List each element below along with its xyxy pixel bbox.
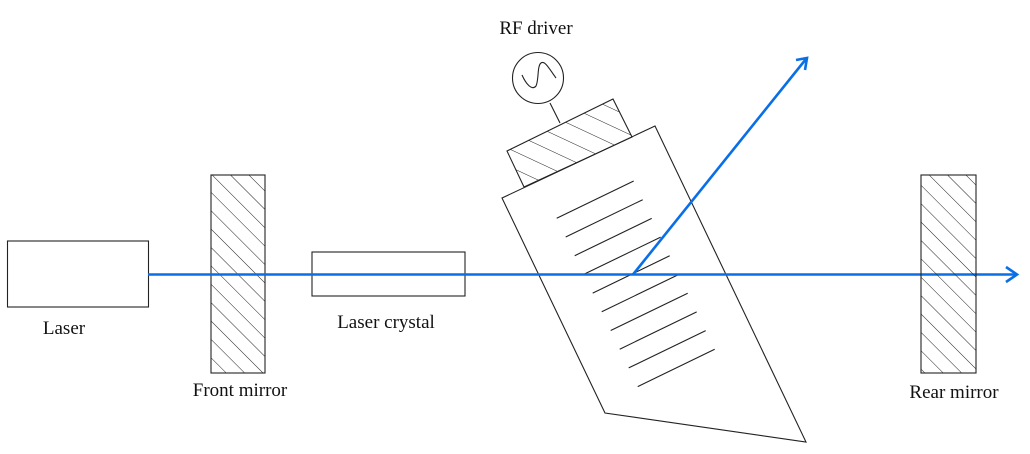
wavefront-line — [601, 274, 679, 313]
beam-arrowhead-right — [1005, 265, 1020, 284]
rf-driver-label: RF driver — [499, 18, 573, 39]
wavefront-line — [583, 236, 661, 275]
rear-mirror — [920, 174, 977, 374]
diffracted-beam — [631, 58, 808, 276]
rear-mirror-label: Rear mirror — [909, 382, 999, 403]
sine-wave-source-icon — [511, 51, 565, 105]
wavefront-line — [610, 292, 688, 331]
laser-box — [6, 240, 150, 308]
wavefront-line — [574, 217, 652, 257]
diffracted-beam-arrowhead — [795, 56, 809, 71]
wavefront-line — [619, 311, 697, 350]
rf-cable — [549, 102, 561, 124]
wavefront-line — [628, 330, 706, 369]
acoustic-wavefronts — [556, 180, 715, 388]
wavefront-line — [565, 199, 643, 238]
acousto-optic-crystal — [501, 125, 807, 443]
laser-label: Laser — [43, 318, 86, 339]
wavefront-line — [556, 180, 634, 219]
wavefront-line — [637, 348, 715, 388]
laser-crystal-label: Laser crystal — [337, 312, 435, 333]
front-mirror-label: Front mirror — [193, 380, 288, 401]
piezo-transducer — [506, 98, 633, 188]
